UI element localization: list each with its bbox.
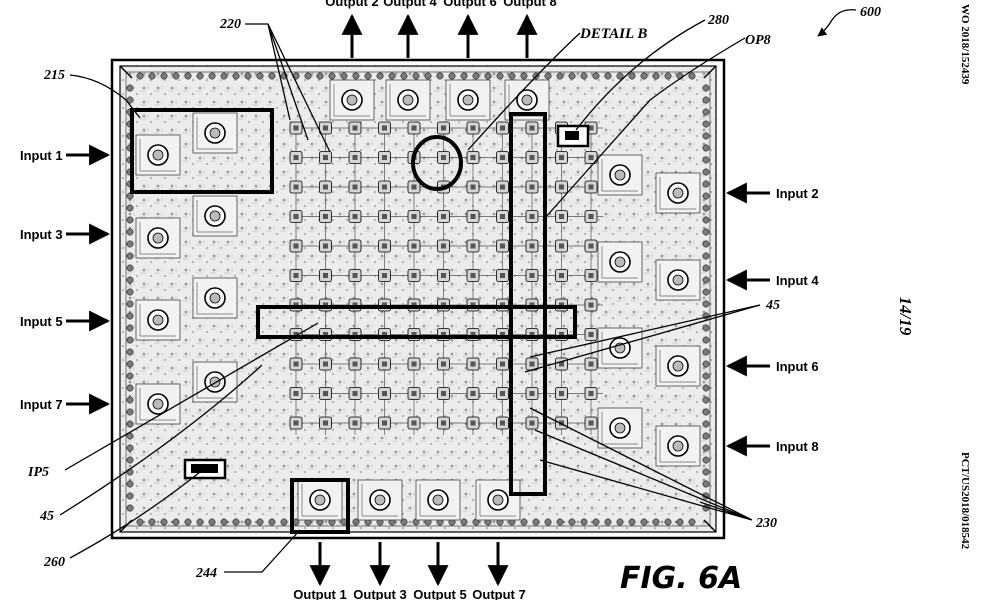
input-5-label: Input 5 xyxy=(20,314,63,329)
input-left-arrows xyxy=(66,144,111,415)
reference-labels: 215 220 DETAIL B 280 OP8 600 45 IP5 45 2… xyxy=(27,5,881,581)
ref-280: 280 xyxy=(707,13,729,28)
output-2-label: Output 2 xyxy=(325,0,378,9)
highlight-boxes xyxy=(130,108,590,534)
doc-id-bottom: PCT/US2018/018542 xyxy=(959,452,971,550)
doc-id-top: WO 2018/152439 xyxy=(959,4,971,85)
output-1-label: Output 1 xyxy=(293,587,346,600)
output-top-arrows xyxy=(341,13,538,58)
output-4-label: Output 4 xyxy=(383,0,437,9)
figure-title: FIG. 6A xyxy=(620,561,742,596)
ref-600-arrow xyxy=(817,9,857,37)
input-6-label: Input 6 xyxy=(776,359,819,374)
output-top-labels: Output 2 Output 4 Output 6 Output 8 xyxy=(325,0,556,9)
input-4-label: Input 4 xyxy=(776,273,819,288)
row-ip5-box xyxy=(256,305,577,339)
column-op8-box xyxy=(509,112,547,496)
input-3-label: Input 3 xyxy=(20,227,63,242)
ref-260: 260 xyxy=(43,555,65,570)
output-bottom-labels: Output 1 Output 3 Output 5 Output 7 xyxy=(293,587,525,600)
block-244-box xyxy=(290,478,350,534)
port-structures xyxy=(135,79,701,521)
detail-b-circle xyxy=(411,135,463,191)
input-7-label: Input 7 xyxy=(20,397,63,412)
ref-45-right: 45 xyxy=(765,298,780,313)
ref-45-left: 45 xyxy=(39,509,54,524)
input-1-label: Input 1 xyxy=(20,148,63,163)
input-right-labels: Input 2 Input 4 Input 6 Input 8 xyxy=(776,186,819,454)
output-8-label: Output 8 xyxy=(503,0,556,9)
output-7-label: Output 7 xyxy=(472,587,525,600)
leader-lines xyxy=(59,19,761,573)
input-block-215-box xyxy=(130,108,274,194)
ref-244: 244 xyxy=(195,566,217,581)
ref-ip5: IP5 xyxy=(27,465,49,480)
input-2-label: Input 2 xyxy=(776,186,819,201)
ref-215: 215 xyxy=(43,68,65,83)
output-3-label: Output 3 xyxy=(353,587,406,600)
ref-600: 600 xyxy=(860,5,881,20)
ref-230: 230 xyxy=(755,516,777,531)
output-bottom-arrows xyxy=(309,542,509,587)
input-left-labels: Input 1 Input 3 Input 5 Input 7 xyxy=(20,148,63,412)
output-5-label: Output 5 xyxy=(413,587,466,600)
input-8-label: Input 8 xyxy=(776,439,819,454)
page-number: 14/19 xyxy=(896,297,915,336)
ref-op8: OP8 xyxy=(745,33,771,48)
input-right-arrows xyxy=(725,182,770,457)
ref-220: 220 xyxy=(219,17,241,32)
pad-ring xyxy=(126,72,710,526)
output-6-label: Output 6 xyxy=(443,0,496,9)
detail-b-label: DETAIL B xyxy=(579,26,647,42)
